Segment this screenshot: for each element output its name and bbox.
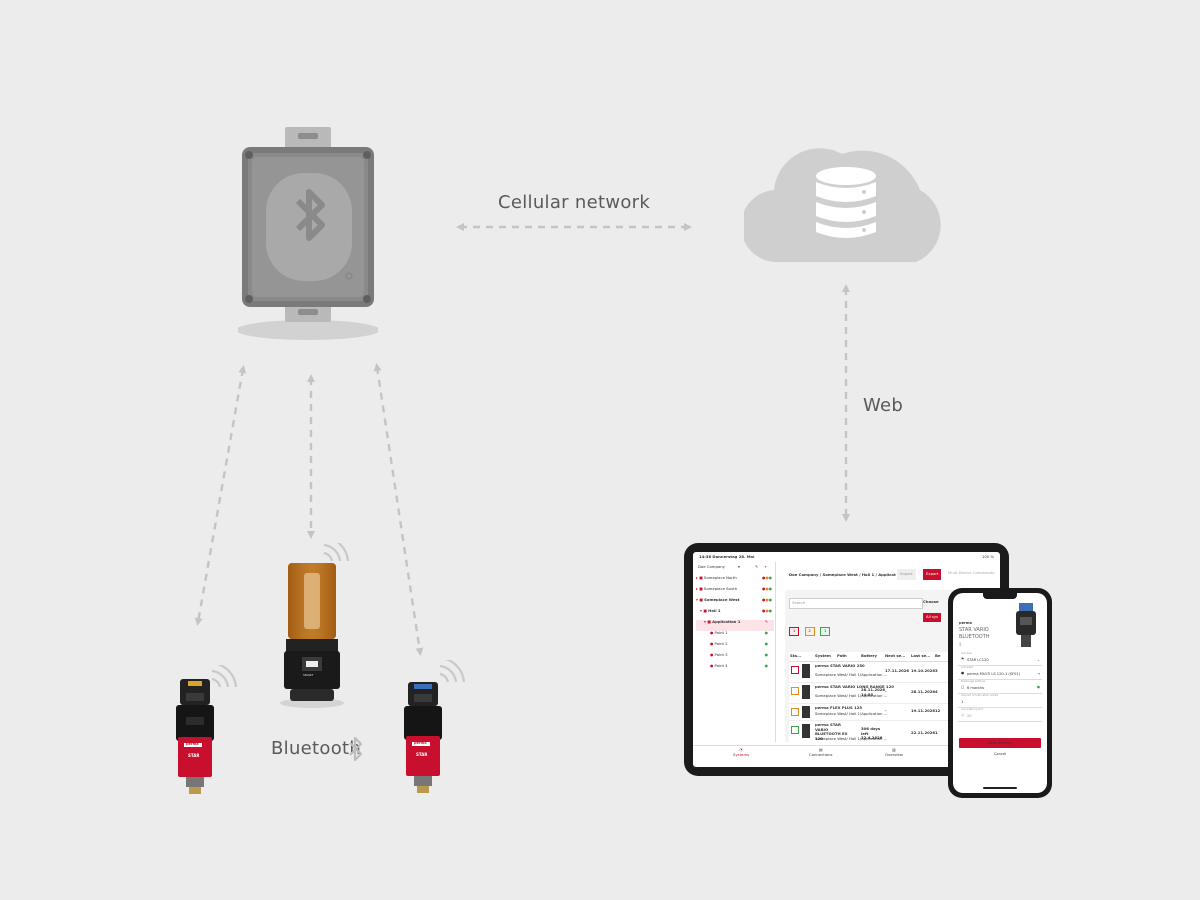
table-row[interactable]: perma STAR VARIO 250 Someplace West/ Hal… bbox=[789, 662, 993, 683]
save-settings-button[interactable]: Save Settings bbox=[959, 738, 1041, 748]
web-label: Web bbox=[863, 395, 904, 416]
device-thumbnail bbox=[1016, 603, 1036, 647]
tree-item[interactable]: ● Point 2● bbox=[710, 641, 768, 646]
table-row[interactable]: perma STAR VARIO BLUETOOTH EX 120 Somepl… bbox=[789, 721, 993, 745]
tree-item[interactable]: ● Point 3● bbox=[710, 652, 768, 657]
breadcrumb: Doe Company / Someplace West / Hall 1 / … bbox=[789, 572, 900, 577]
database-icon bbox=[816, 167, 876, 238]
phone-brand: perma bbox=[959, 621, 972, 625]
device-model-label: STAR bbox=[416, 752, 428, 757]
tree-item[interactable]: ▾ ■ Hall 1●●● bbox=[700, 608, 772, 613]
tree-item-selected[interactable]: ▾ ■ Application 1✎ bbox=[696, 619, 774, 631]
tree-item[interactable]: ▸ ■ Someplace North●●● bbox=[696, 575, 772, 580]
form-field[interactable]: Amount of lubrication points 1 bbox=[958, 694, 1042, 708]
phone-title-line1: STAR VARIO bbox=[959, 627, 989, 633]
add-icon[interactable]: + bbox=[764, 564, 768, 569]
tab-systems[interactable]: ◔Systems bbox=[733, 747, 750, 757]
tab-overview[interactable]: ▥Overview bbox=[885, 747, 903, 757]
export-button[interactable]: Export bbox=[923, 569, 942, 580]
home-indicator bbox=[983, 787, 1017, 789]
bluetooth-icon: ᛒ bbox=[959, 642, 963, 648]
tab-connections[interactable]: ▤Connections bbox=[809, 747, 833, 757]
status-battery: 100 % bbox=[981, 554, 994, 559]
sidebar: Doe Company ▾ ✎ + ▸ ■ Someplace North●●●… bbox=[693, 562, 776, 742]
device-brand: perma bbox=[414, 741, 427, 745]
table-row[interactable]: perma STAR VARIO LONG RANGE 120 Someplac… bbox=[789, 683, 993, 704]
phone-device: perma STAR VARIO BLUETOOTH ᛒ Lub Size ⚑ … bbox=[948, 588, 1052, 798]
table-header: Sta... System Path Battery Next se... La… bbox=[789, 652, 993, 662]
form-field[interactable]: Lubricant ● perma MULTI LS 120-1 (SF01) … bbox=[958, 666, 1042, 680]
status-time: 14:38 bbox=[699, 554, 712, 559]
cellular-network-label: Cellular network bbox=[498, 192, 651, 213]
device-brand: perma bbox=[186, 742, 199, 746]
tree-item[interactable]: ● Point 4● bbox=[710, 663, 768, 668]
import-button[interactable]: Import bbox=[897, 569, 916, 580]
bottom-nav: ◔Systems ▤Connections ▥Overview bbox=[693, 745, 1000, 767]
tree-item[interactable]: ▾ ■ Someplace West●●● bbox=[696, 597, 772, 602]
form-field[interactable]: Lub Size ⚑ STAR LC120 ⌄ bbox=[958, 652, 1042, 666]
device-display: SMART bbox=[303, 673, 314, 677]
phone-form: Lub Size ⚑ STAR LC120 ⌄ Lubricant ● perm… bbox=[958, 652, 1042, 722]
bluetooth-icon bbox=[266, 173, 352, 281]
tree-item[interactable]: ● Point 1● bbox=[710, 630, 768, 635]
table-row[interactable]: perma FLEX PLUS 125 Someplace West/ Hall… bbox=[789, 704, 993, 721]
status-date: Donnerstag 28. Mai bbox=[712, 554, 755, 559]
status-filters: 1 2 1 bbox=[789, 617, 831, 636]
lubricator-star-left: perma STAR bbox=[166, 665, 238, 797]
lubricator-smart-center: SMART bbox=[276, 543, 356, 708]
chevron-down-icon: ▾ bbox=[738, 564, 740, 569]
lubricator-star-right: perma STAR bbox=[392, 660, 472, 796]
phone-title-line2: BLUETOOTH bbox=[959, 634, 990, 640]
wireless-signal-icon bbox=[439, 660, 466, 683]
form-field[interactable]: Lubrication point ◎ 20 bbox=[958, 708, 1042, 722]
bluetooth-icon bbox=[349, 736, 363, 762]
choose-select[interactable]: Choose bbox=[923, 599, 939, 604]
bluetooth-gateway bbox=[238, 125, 378, 345]
tree-item[interactable]: ▸ ■ Someplace South●●● bbox=[696, 586, 772, 591]
company-select[interactable]: Doe Company bbox=[698, 564, 725, 569]
all-systems-button[interactable]: All sys bbox=[923, 613, 942, 622]
cancel-button[interactable]: Cancel bbox=[993, 752, 1007, 756]
status-filter[interactable]: 1 bbox=[789, 627, 800, 636]
edit-icon[interactable]: ✎ bbox=[755, 564, 759, 569]
phone-screen: perma STAR VARIO BLUETOOTH ᛒ Lub Size ⚑ … bbox=[953, 593, 1047, 793]
wireless-signal-icon bbox=[211, 665, 238, 688]
wireless-signal-icon bbox=[323, 543, 350, 562]
status-filter[interactable]: 1 bbox=[820, 627, 831, 636]
notch bbox=[983, 593, 1017, 599]
gateway-left-arrow bbox=[194, 365, 247, 626]
search-input[interactable]: Search bbox=[789, 598, 923, 609]
gateway-right-arrow bbox=[373, 363, 424, 656]
multi-device-button[interactable]: Multi-Device Commands bbox=[948, 570, 995, 575]
status-filter[interactable]: 2 bbox=[804, 627, 815, 636]
device-model-label: STAR bbox=[188, 753, 200, 758]
tree-list: ▸ ■ Someplace North●●● ▸ ■ Someplace Sou… bbox=[696, 575, 774, 675]
cloud-server bbox=[744, 124, 950, 262]
bluetooth-label: Bluetooth bbox=[271, 738, 362, 759]
form-field[interactable]: Discharge settings ▢ 6 months ● bbox=[958, 680, 1042, 694]
